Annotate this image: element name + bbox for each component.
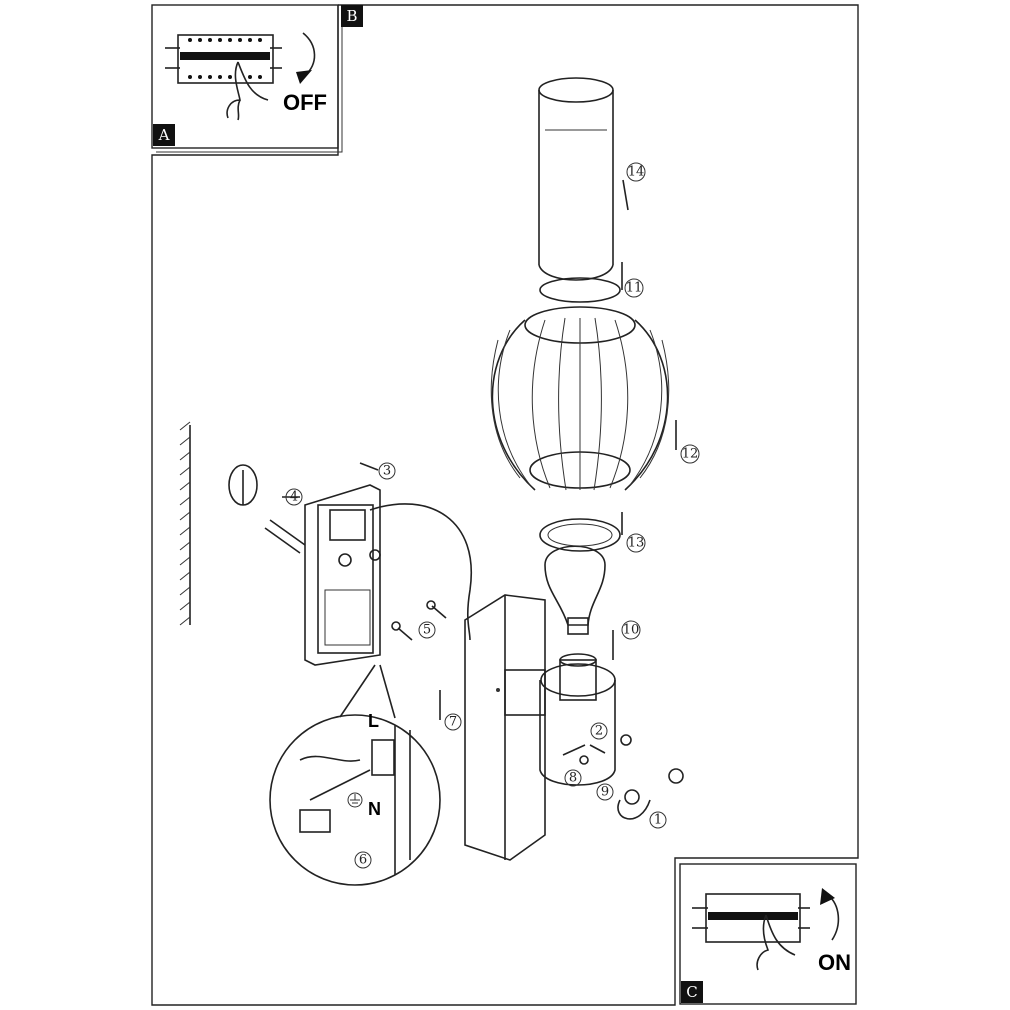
- panel-c-badge: [681, 981, 703, 1003]
- step-6: 6: [354, 851, 372, 869]
- svg-text:6: 6: [359, 853, 367, 868]
- arrow-down-icon: [302, 32, 316, 76]
- step-numbers: 1 2 3 4 5 6 7 8 9 10 11 12 13 14: [285, 162, 700, 869]
- arrow-up-icon: [827, 894, 840, 941]
- wiring-detail: [269, 664, 441, 886]
- panel-c: ON C: [679, 863, 857, 1005]
- ground-icon: [347, 792, 363, 808]
- light-bulb: [544, 545, 606, 635]
- svg-text:C: C: [686, 983, 697, 1001]
- svg-text:7: 7: [449, 715, 457, 730]
- off-label: OFF: [283, 90, 327, 115]
- glass-shade: [538, 77, 614, 281]
- svg-text:12: 12: [682, 447, 699, 462]
- svg-text:13: 13: [628, 536, 645, 551]
- panel-b-frame: B: [151, 4, 859, 1006]
- step-10: 10: [621, 620, 641, 640]
- gasket-ring: [539, 518, 621, 552]
- hand-icon: [226, 61, 269, 121]
- svg-text:8: 8: [569, 771, 577, 786]
- step-13: 13: [626, 533, 646, 553]
- svg-text:9: 9: [601, 785, 609, 800]
- step-3: 3: [378, 462, 396, 480]
- step-7: 7: [444, 713, 462, 731]
- panel-b-badge: [341, 5, 363, 27]
- wall-bracket: [464, 594, 684, 861]
- step-1: 1: [649, 811, 667, 829]
- svg-text:5: 5: [423, 623, 431, 638]
- svg-text:2: 2: [595, 724, 603, 739]
- hand-icon: [756, 914, 796, 971]
- svg-text:10: 10: [623, 623, 640, 638]
- panel-b-label: B: [346, 7, 357, 25]
- breaker-box-icon: [165, 34, 282, 84]
- svg-text:4: 4: [290, 490, 298, 505]
- svg-text:14: 14: [628, 165, 645, 180]
- cable: [369, 503, 473, 641]
- step-11: 11: [624, 278, 644, 298]
- step-9: 9: [596, 783, 614, 801]
- step-2: 2: [590, 722, 608, 740]
- step-5: 5: [418, 621, 436, 639]
- step-12: 12: [680, 444, 700, 464]
- drill-icon: [228, 464, 306, 554]
- step-4: 4: [285, 488, 303, 506]
- live-wire-label: L: [368, 711, 379, 731]
- svg-text:11: 11: [626, 281, 643, 296]
- neutral-wire-label: N: [368, 799, 381, 819]
- mounting-plate: [304, 484, 473, 666]
- panel-a: OFF A: [151, 4, 339, 149]
- step-8: 8: [564, 769, 582, 787]
- step-14: 14: [626, 162, 646, 182]
- screw-icon: [391, 600, 447, 641]
- svg-text:1: 1: [654, 813, 662, 828]
- direction-arrows: [282, 179, 677, 820]
- wall-icon: [179, 421, 191, 626]
- panel-a-badge: [153, 124, 175, 146]
- wire-cage: [490, 277, 670, 491]
- svg-text:A: A: [158, 126, 170, 144]
- svg-text:3: 3: [383, 464, 391, 479]
- breaker-box-icon: [692, 893, 810, 943]
- on-label: ON: [818, 950, 851, 975]
